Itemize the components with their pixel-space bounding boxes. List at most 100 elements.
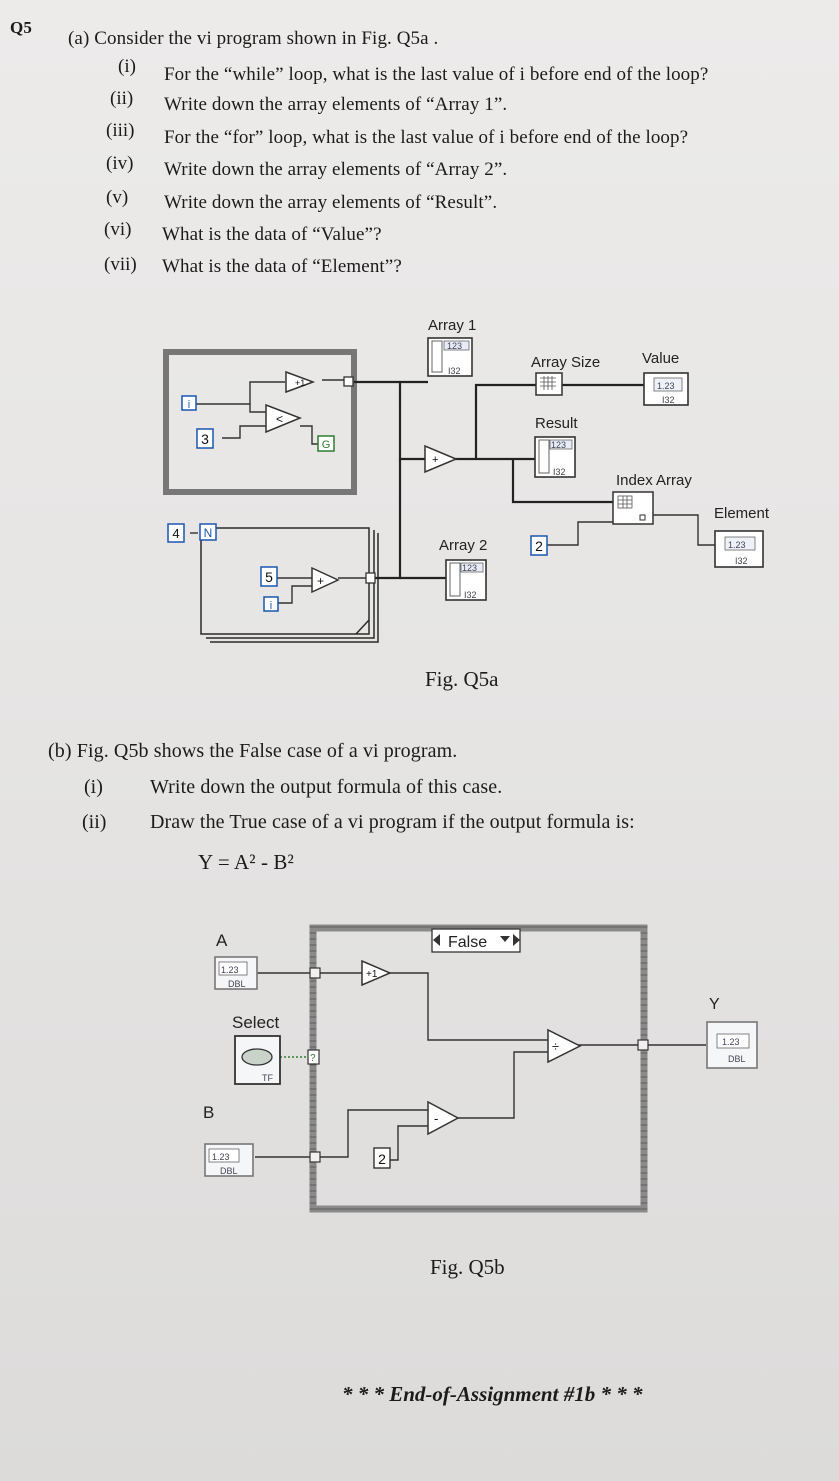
question-a-i-num: (i) [118,56,136,77]
svg-text:DBL: DBL [728,1054,746,1064]
add-node-main [424,444,458,474]
case-selector[interactable] [431,928,521,953]
question-a-vii-num: (vii) [104,254,137,275]
while-constant: 3 [201,431,209,447]
question-a-vi-text: What is the data of “Value”? [162,224,382,245]
fig-q5b-diagram: False A 1.23 DBL Select TF B 1.23 DBL ? … [203,924,758,1213]
index-constant: 2 [535,538,543,554]
tunnel-a [309,967,321,979]
svg-text:1.23: 1.23 [221,965,239,975]
index-constant-box [530,535,548,556]
svg-text:+: + [317,574,324,588]
fig-q5a-diagram: i 3 +1 < G 4 N 5 i + Array 1 123 I32 + A… [163,317,770,643]
question-a-v-text: Write down the array elements of “Result… [164,192,498,213]
svg-text:123: 123 [447,341,462,351]
svg-text:I32: I32 [448,366,461,376]
array2-label: Array 2 [439,537,487,554]
svg-text:1.23: 1.23 [728,540,746,550]
svg-text:-: - [434,1111,438,1126]
svg-text:I32: I32 [735,556,748,566]
question-a-ii-text: Write down the array elements of “Array … [164,94,508,115]
question-a-ii-num: (ii) [110,88,134,109]
while-output-tunnel [343,376,354,387]
question-a-iii-text: For the “for” loop, what is the last val… [164,127,689,148]
while-constant-box [196,428,214,449]
less-than-node [265,403,303,434]
question-a-v-num: (v) [106,187,129,208]
array1-label: Array 1 [428,317,476,334]
array-size-node [535,372,563,396]
iteration-terminal-while [181,395,197,411]
svg-text:1.23: 1.23 [212,1152,230,1162]
output-y-label: Y [709,996,720,1013]
svg-text:?: ? [310,1053,316,1064]
fig-q5a-caption: Fig. Q5a [425,667,499,691]
svg-text:I32: I32 [662,395,675,405]
svg-text:<: < [276,412,283,426]
for-constant: 5 [265,569,273,585]
divide-node [547,1028,582,1064]
result-label: Result [535,415,578,432]
stop-icon: G [322,439,331,451]
array-size-label: Array Size [531,354,600,371]
input-b-label: B [203,1103,214,1122]
part-b-intro: (b) Fig. Q5b shows the False case of a v… [48,740,458,762]
value-label: Value [642,350,679,367]
case-selector-label: False [448,934,487,951]
tunnel-y [637,1039,649,1051]
part-a-intro: (a) Consider the vi program shown in Fig… [68,28,439,49]
question-a-iii-num: (iii) [106,120,135,141]
case-next-icon[interactable] [513,934,520,946]
increment-node-while [285,370,316,394]
svg-text:÷: ÷ [552,1039,559,1054]
index-array-label: Index Array [616,472,692,489]
while-loop-frame [163,349,357,495]
svg-text:+: + [432,454,438,466]
case-prev-icon[interactable] [433,934,440,946]
svg-text:I32: I32 [553,467,566,477]
svg-text:1.23: 1.23 [722,1037,740,1047]
question-number: Q5 [10,18,32,37]
question-b-i-text: Write down the output formula of this ca… [150,776,503,798]
for-constant-box [260,566,278,587]
element-label: Element [714,505,770,522]
iteration-label-while: i [188,399,190,411]
question-a-iv-text: Write down the array elements of “Array … [164,159,508,180]
svg-text:+1: +1 [295,378,305,388]
add-node-for [311,566,340,594]
question-b-ii-text: Draw the True case of a vi program if th… [150,811,635,833]
case-structure-frame [309,924,648,1213]
svg-text:123: 123 [551,440,566,450]
for-loop-frame [200,527,370,635]
question-a-vii-text: What is the data of “Element”? [162,256,402,277]
end-of-assignment-footer: * * * End-of-Assignment #1b * * * [342,1382,643,1406]
count-label: N [204,526,213,540]
for-count-constant: 4 [172,526,179,541]
case-selector-terminal [307,1049,320,1065]
subtract-node [427,1100,460,1136]
output-formula: Y = A² - B² [198,850,294,874]
tunnel-b [309,1151,321,1163]
constant-two: 2 [378,1151,386,1167]
index-array-node [612,491,654,525]
svg-text:+1: +1 [366,969,378,980]
svg-text:i: i [270,600,272,612]
question-b-ii-num: (ii) [82,811,107,833]
question-a-iv-num: (iv) [106,153,134,174]
for-count-constant-box [167,523,185,543]
stop-condition-terminal [317,435,335,452]
constant-two-box [373,1147,391,1169]
case-dropdown-icon[interactable] [500,936,510,942]
select-label: Select [232,1013,280,1032]
count-terminal [199,523,217,541]
increment-node-case [361,959,392,987]
svg-text:123: 123 [462,563,477,573]
iteration-terminal-for [263,596,279,612]
question-b-i-num: (i) [84,776,103,798]
svg-text:TF: TF [262,1073,273,1083]
svg-text:1.23: 1.23 [657,381,675,391]
svg-text:DBL: DBL [228,979,246,989]
question-a-i-text: For the “while” loop, what is the last v… [164,64,709,85]
svg-text:I32: I32 [464,590,477,600]
question-a-vi-num: (vi) [104,219,132,240]
